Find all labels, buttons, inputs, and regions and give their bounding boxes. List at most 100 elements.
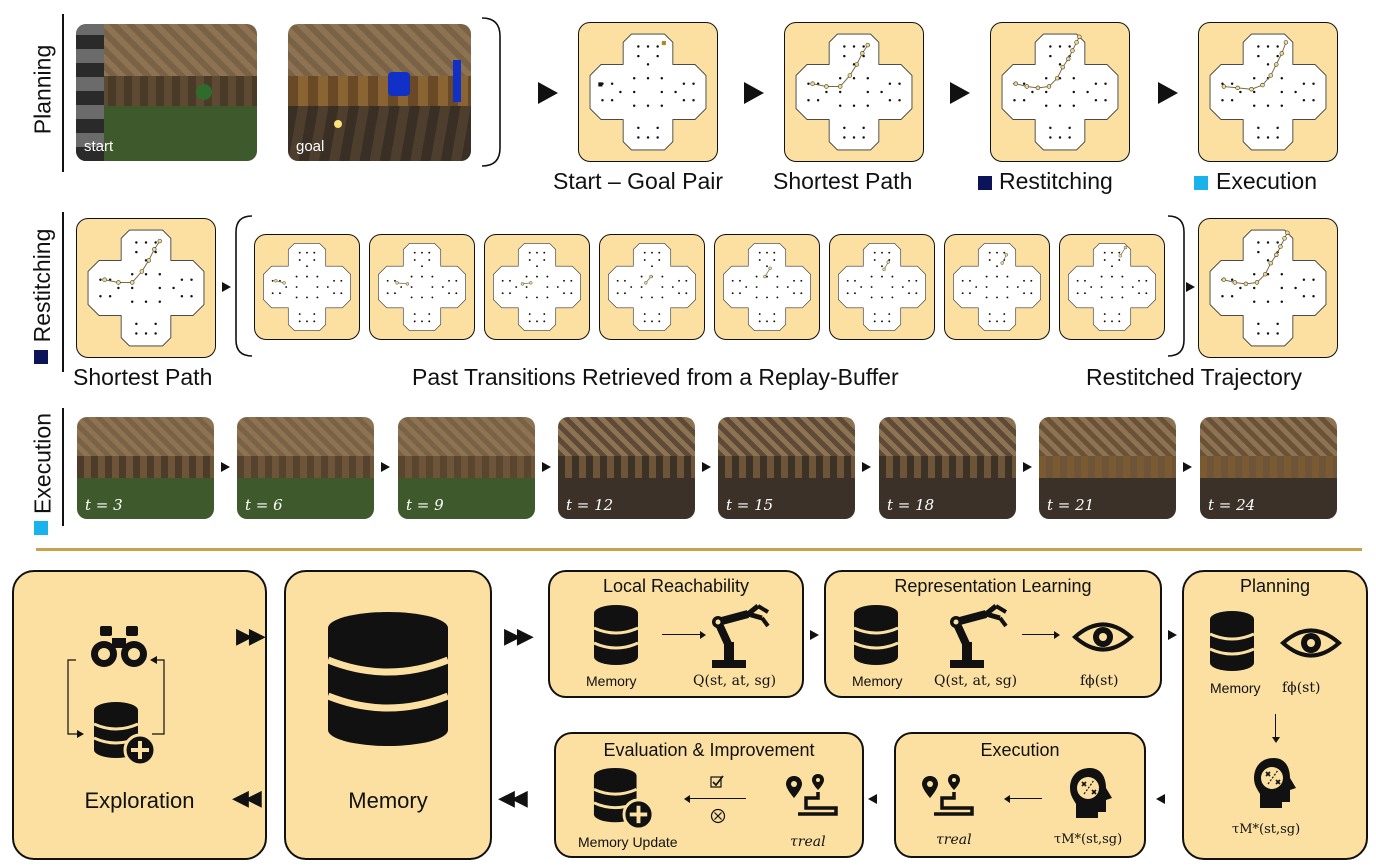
lr-q-label: Q(st, at, sg) [693,673,777,689]
caption-start-goal-pair: Start – Goal Pair [553,168,724,194]
binoculars-icon [91,626,147,667]
eye-icon [1072,622,1134,652]
exploration-label: Exploration [84,788,195,813]
caption-replay-buffer: Past Transitions Retrieved from a Replay… [412,364,899,390]
goal-label: goal [296,138,325,155]
tree-icon [196,84,212,100]
execution-frame: t = 15 [718,417,855,519]
database-icon [593,605,639,665]
replay-bracket-close [1167,215,1185,357]
execution-color-swatch [34,521,48,535]
rl-q-label: Q(st, at, sg) [934,673,1018,689]
map-start-goal-pair [578,22,718,162]
restitching-divider [62,212,64,372]
local-reachability-title: Local Reachability [602,576,750,596]
database-icon [1209,611,1255,671]
execution-frame: t = 18 [879,417,1016,519]
arrow-right-small [862,462,871,472]
map-transition-2 [369,234,475,340]
reject-icon [710,808,726,824]
section-divider [36,548,1362,551]
blue-goal-marker [388,72,410,96]
rl-f-label: fϕ(st) [1080,673,1119,689]
arrow-right-small [381,462,390,472]
goal-observation-image: goal [288,24,471,161]
start-label: start [84,138,114,155]
map-transition-3 [484,234,590,340]
database-icon [853,605,899,665]
timestep-label: t = 3 [85,496,123,514]
planning-divider [62,14,64,172]
arrow-right-small [542,462,551,472]
planning-f-label: fϕ(st) [1282,680,1321,696]
timestep-label: t = 24 [1208,496,1256,514]
arrow-right-small [810,630,819,640]
caption-restitching: Restitching [999,168,1113,194]
execution-tau-m: τM*(st,sg) [1054,832,1123,847]
planning-tau-label: τM*(st,sg) [1232,822,1301,837]
arrow-left-line [1010,798,1042,800]
arrow-down-line [1275,714,1277,738]
evaluation-panel-title: Evaluation & Improvement [603,740,815,760]
planning-memory-label: Memory [1210,680,1261,696]
double-arrow-right: ▶▶ [504,624,534,649]
arrow-right-small [702,462,711,472]
database-add-icon [93,702,156,766]
arrow-right-small [1186,282,1195,292]
replay-bracket-open [235,215,253,357]
exploration-loop [67,656,165,738]
arrow-right [538,82,558,104]
execution-frame: t = 24 [1200,417,1337,519]
arrow-right [1158,82,1178,104]
caption-restitched-trajectory: Restitched Trajectory [1086,364,1303,390]
double-arrow-left: ◀◀ [232,786,262,811]
checkbox-icon [710,775,724,788]
timestep-label: t = 15 [726,496,774,514]
eye-icon [1280,628,1342,658]
head-planning-icon [1254,758,1296,808]
row-label-execution: Execution [29,413,56,515]
caption-restitch-shortest-path: Shortest Path [73,364,213,390]
robot-arm-icon [712,604,770,668]
execution-tau-real: τreal [936,832,972,848]
execution-swatch [1194,176,1208,190]
double-arrow-right: ▶▶ [236,624,266,649]
execution-frame: t = 9 [398,417,535,519]
memory-label: Memory [348,788,428,813]
timestep-label: t = 12 [566,496,614,514]
exploration-panel [12,570,267,860]
execution-frame: t = 21 [1039,417,1176,519]
restitching-color-swatch [34,350,48,364]
map-transition-5 [714,234,820,340]
arrow-left-line [690,798,746,800]
execution-frame: t = 6 [237,417,374,519]
database-add-icon [593,767,654,830]
map-transition-7 [944,234,1050,340]
arrow-right [950,82,970,104]
map-restitching [990,22,1130,162]
arrow-right-small [221,462,230,472]
arrow-right-small [1023,462,1032,472]
lr-memory-label: Memory [586,673,637,689]
arrow-right-small [1168,630,1177,640]
execution-panel-title: Execution [980,740,1060,760]
timestep-label: t = 9 [406,496,444,514]
execution-divider [62,408,64,526]
map-transition-4 [599,234,705,340]
evaluation-tau-real: τreal [790,834,826,850]
map-transition-6 [829,234,935,340]
representation-learning-title: Representation Learning [894,576,1092,596]
robot-arm-icon [950,604,1008,668]
arrow-left-small [1156,794,1165,804]
arrow-right-small [222,282,231,292]
arrow-right-line [1022,634,1054,636]
map-transition-8 [1059,234,1165,340]
restitching-swatch [978,176,992,190]
arrow-right [744,82,764,104]
caption-shortest-path: Shortest Path [773,168,913,194]
map-restitched-trajectory [1198,218,1338,358]
timestep-label: t = 6 [245,496,283,514]
arrow-left-small [868,794,877,804]
route-icon [786,774,838,816]
map-transition-1 [254,234,360,340]
